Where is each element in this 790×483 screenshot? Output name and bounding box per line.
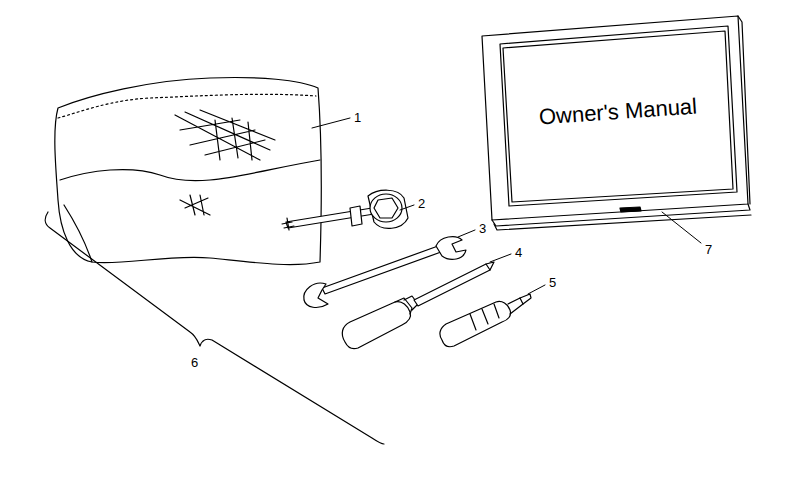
owners-manual <box>482 16 751 230</box>
leader-lines <box>312 118 701 294</box>
callout-number: 4 <box>515 246 522 259</box>
tool-pouch <box>55 77 321 264</box>
open-end-wrench <box>304 237 466 308</box>
group-bracket <box>45 212 384 444</box>
socket-wrench <box>282 190 408 230</box>
callout-number: 5 <box>549 276 556 289</box>
callout-number: 2 <box>418 197 425 210</box>
callout-number: 7 <box>705 243 712 256</box>
callout-number: 3 <box>479 222 486 235</box>
callout-number: 1 <box>354 111 361 124</box>
callout-number: 6 <box>191 356 198 369</box>
cover-title: Owner's Manual <box>538 94 698 131</box>
bit-driver <box>440 294 531 347</box>
